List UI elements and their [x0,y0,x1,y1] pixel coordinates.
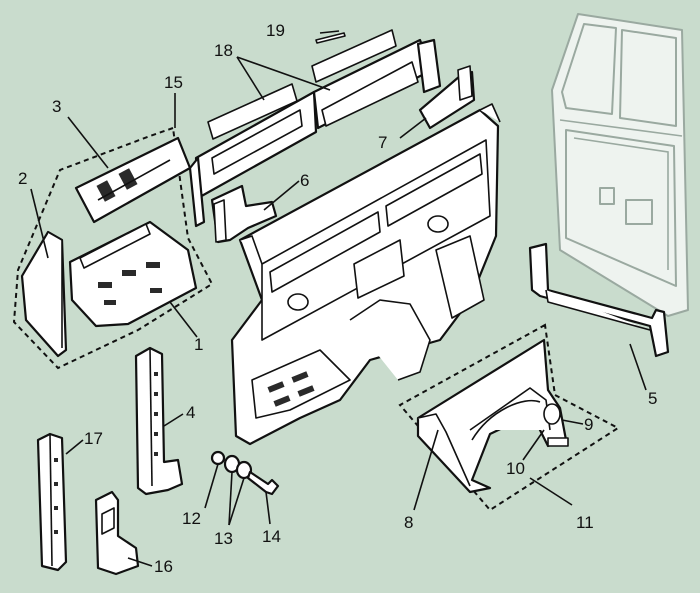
callout-1: 1 [194,335,203,354]
callout-14: 14 [262,527,281,546]
part-19-rod [315,32,346,44]
callout-11: 11 [576,513,594,532]
leader-lines [30,30,647,567]
callout-4: 4 [186,403,195,422]
callout-15: 15 [164,73,183,92]
part-17-vertical-channel [36,432,68,572]
callout-7: 7 [378,133,387,152]
fastener-set [210,450,280,496]
part-18-frame-right [312,38,442,130]
callout-19: 19 [266,21,285,40]
part-18-frame-left [188,90,318,228]
callout-18: 18 [214,41,233,60]
ghost-door [551,13,689,317]
part-3-vent-panel [74,136,192,224]
callout-numbers: 19 18 15 3 2 6 7 1 4 17 12 13 14 16 5 9 … [18,21,657,576]
part-14-bolt [246,470,280,496]
part-1-floor-pan [68,220,198,328]
callout-6: 6 [300,171,309,190]
callout-12: 12 [182,509,201,528]
group-outline-15 [12,126,214,370]
callout-2: 2 [18,169,27,188]
part-4-vertical-channel [134,346,184,496]
callout-10: 10 [506,459,525,478]
callout-13: 13 [214,529,233,548]
part-18-glass-right [311,29,397,83]
callout-17: 17 [84,429,103,448]
part-16-bracket [94,490,140,576]
callout-8: 8 [404,513,413,532]
part-12-nut [210,450,226,466]
part-5-sill-channel [528,242,670,358]
part-11-seat-base [416,338,569,494]
callout-9: 9 [584,415,593,434]
callout-5: 5 [648,389,657,408]
main-bulkhead-assembly [230,103,501,446]
group-outline-11 [398,323,620,512]
callout-3: 3 [52,97,61,116]
callout-16: 16 [154,557,173,576]
